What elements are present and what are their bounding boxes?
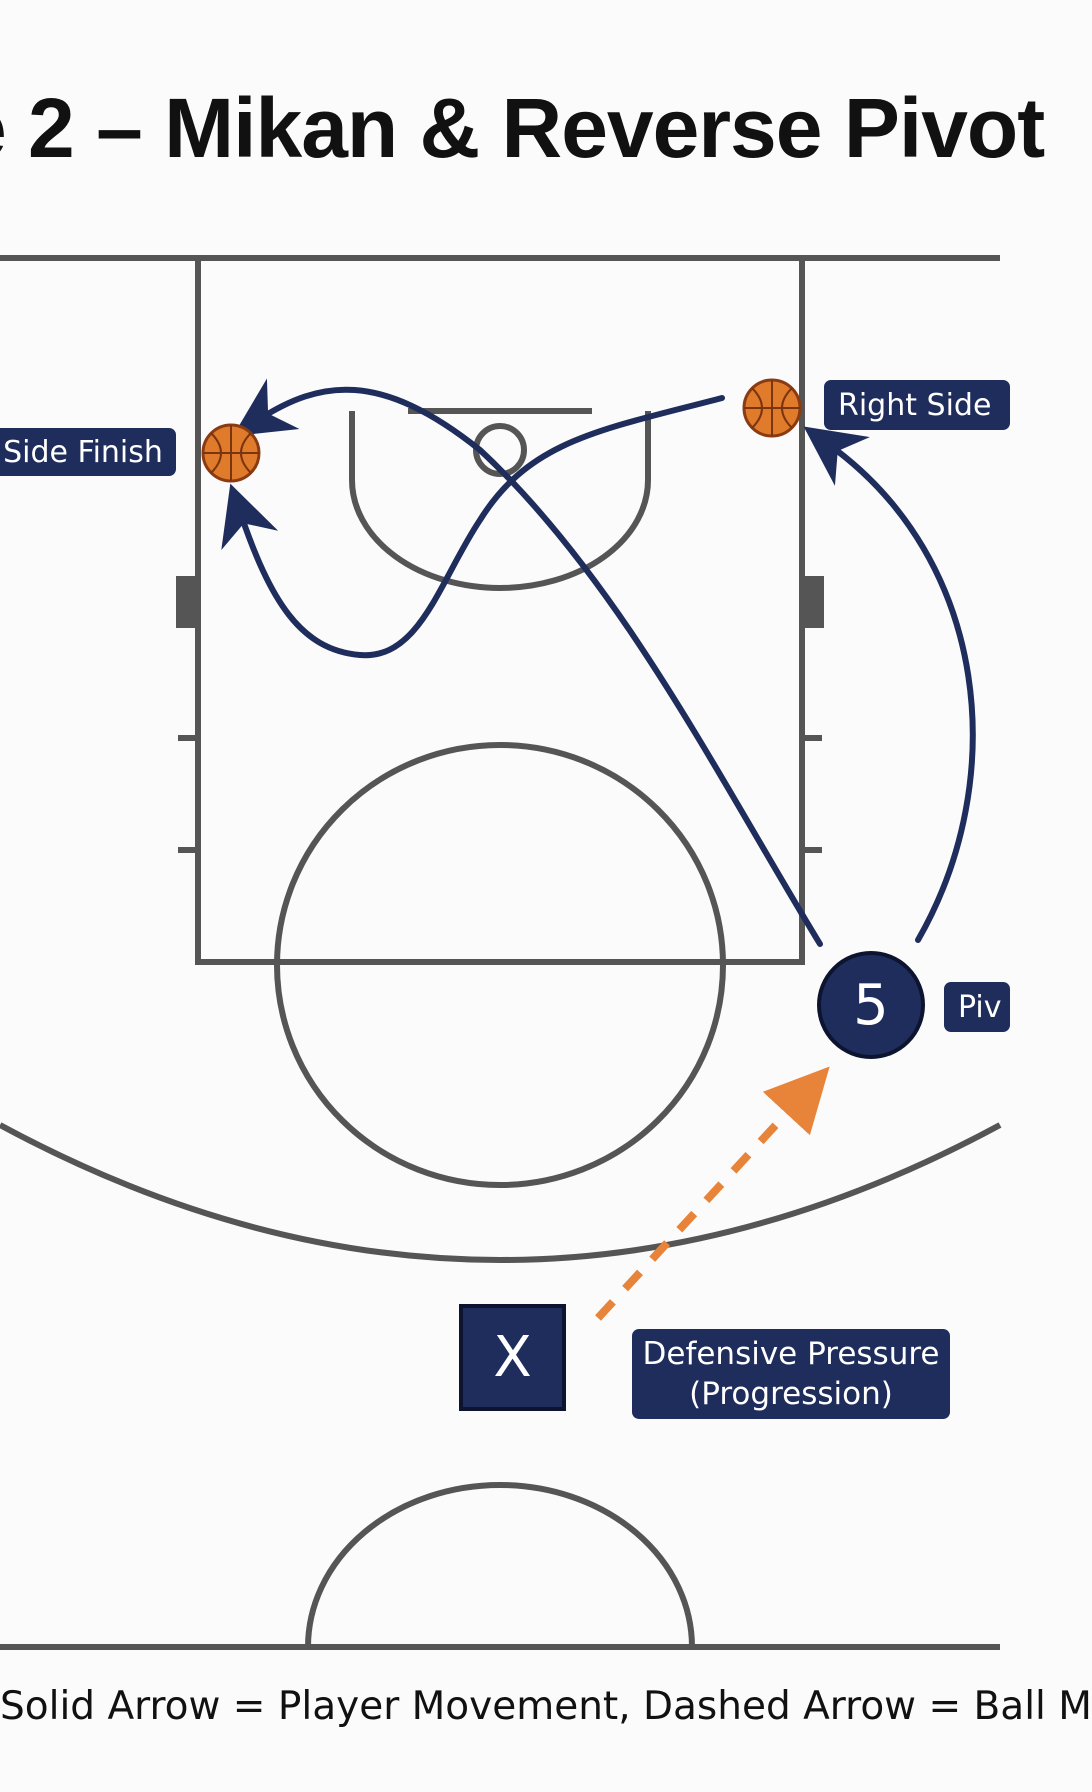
- path-figure-eight: [221, 395, 725, 659]
- court-diagram: [0, 255, 1002, 1650]
- path-to-right-finish: [803, 426, 976, 943]
- basketball-icon: [742, 378, 802, 438]
- center-circle: [305, 1482, 695, 1648]
- basketball-icon: [201, 423, 261, 483]
- offense-player-marker: [817, 951, 925, 1059]
- path-to-left-finish: [232, 378, 823, 947]
- defense-label: Defensive Pressure (Progression): [632, 1329, 950, 1419]
- block-left: [176, 576, 198, 628]
- pivot-label: Piv: [944, 982, 1010, 1032]
- page-title: e 2 – Mikan & Reverse Pivot: [0, 81, 1045, 175]
- block-right: [802, 576, 824, 628]
- movement-paths: [221, 378, 976, 947]
- defense-player-marker: [459, 1304, 566, 1411]
- pass-arrow: [595, 1066, 830, 1321]
- left-finish-label: Side Finish: [0, 428, 176, 476]
- offense-player-number: 5: [853, 972, 889, 1038]
- defense-player-letter: X: [493, 1325, 532, 1390]
- restricted-arc: [349, 411, 651, 591]
- legend-text: Solid Arrow = Player Movement, Dashed Ar…: [0, 1684, 1092, 1729]
- free-throw-circle: [274, 742, 726, 1188]
- three-point-arc: [0, 1122, 1002, 1263]
- right-finish-label: Right Side: [824, 380, 1010, 430]
